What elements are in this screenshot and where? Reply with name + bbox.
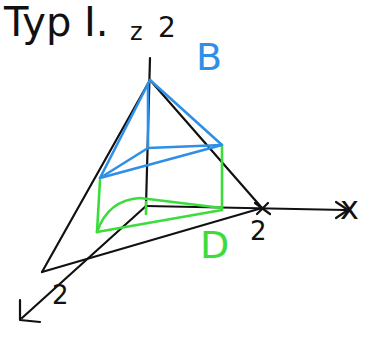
region-label: B	[196, 38, 222, 76]
title-label: Typ I.	[4, 2, 109, 42]
axis-value: 2	[158, 14, 176, 42]
region-label: D	[200, 226, 229, 264]
y-axis	[20, 206, 146, 322]
axis-value: 2	[250, 218, 267, 244]
axis-value: 2	[52, 282, 69, 308]
axis-name: x	[340, 192, 359, 224]
body-b	[100, 80, 222, 178]
x-tick	[255, 203, 270, 214]
edge-z-x	[150, 80, 262, 208]
region-d	[97, 147, 222, 232]
edge-y-x	[42, 208, 262, 272]
edge-z-y	[42, 80, 150, 272]
x-axis	[146, 202, 348, 218]
axis-name: z	[130, 20, 143, 44]
